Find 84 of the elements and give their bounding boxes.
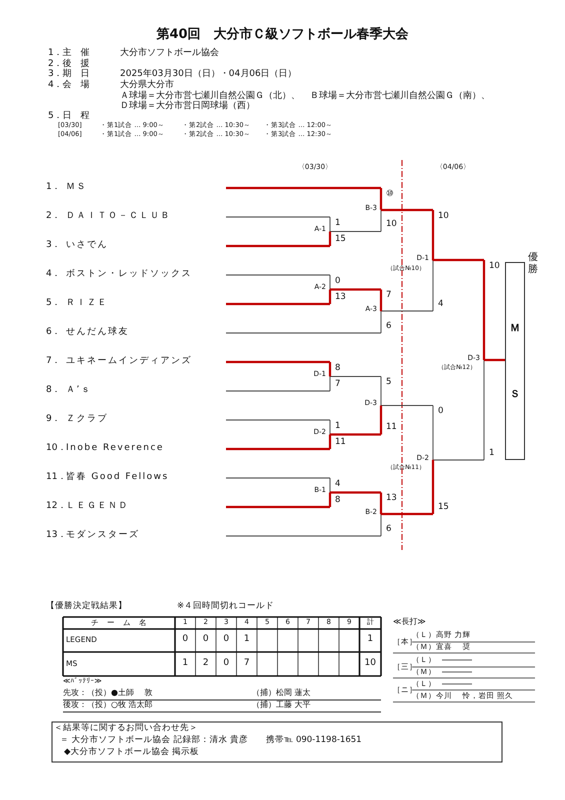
score: 10 (438, 212, 449, 220)
score-cell-text: 2 (202, 658, 210, 668)
score-cell-text: 0 (222, 635, 230, 644)
list-key: 4．会 場 (48, 80, 90, 90)
team-number: 1． (46, 182, 61, 192)
team-name: ＬＥＧＥＮＤ (66, 502, 129, 511)
list-value: 大分県大分市 (120, 80, 174, 90)
section-heading: ≪長打≫ (393, 618, 426, 626)
team-name: ボストン・レッドソックス (66, 270, 192, 279)
score-cell-text: 0 (181, 635, 190, 644)
battery-entry: 後攻：（投）○牧 浩太郎 (63, 701, 153, 710)
score: 15 (335, 234, 346, 244)
list-key: 2．後 援 (48, 60, 90, 69)
team-name: モダンスターズ (66, 530, 140, 540)
score: 11 (386, 423, 397, 432)
score: 7 (335, 380, 340, 388)
score: 11 (335, 438, 346, 446)
contact-heading: ＜結果等に関するお問い合わせ先＞ (54, 724, 198, 732)
score-cell-text: 0 (202, 635, 210, 644)
team-number: 8． (46, 386, 61, 395)
score: 13 (386, 494, 397, 503)
score: ⑩ (386, 190, 394, 198)
score: 5 (386, 378, 392, 387)
team-name: ＤＡＩＴＯ－ＣＬＵＢ (66, 212, 171, 221)
score-cell-text: 1 (242, 635, 251, 644)
team-name: 皆春 Good Fellows (66, 472, 169, 482)
score-cell-text: 10 (364, 658, 377, 668)
score: 0 (335, 276, 340, 286)
list-key: 1．主 催 (48, 48, 90, 58)
score: 10 (386, 220, 397, 229)
list-key: 5．日 程 (48, 112, 90, 121)
score: 13 (335, 292, 346, 302)
title: 第40回 大分市Ｃ級ソフトボール春季大会 (155, 28, 410, 42)
score-cell-text: 1 (181, 658, 190, 668)
contact-line: ◆大分市ソフトボール協会 掲示板 (64, 748, 200, 756)
list-value: Ｂ球場＝大分市営七瀬川自然公園Ｇ（南）、 (310, 92, 490, 101)
score-cell-text: 7 (242, 658, 251, 668)
team-name: いさでん (66, 240, 108, 250)
team-number: 5． (46, 298, 61, 308)
team-name: せんだん球友 (66, 328, 129, 337)
section-heading: 【優勝決定戦結果】 (46, 602, 127, 610)
score: 1 (335, 422, 340, 430)
battery-entry: 先攻：（投）●土師 敦 (63, 689, 153, 698)
list-value: 2025年03月30日（日）・04月06日（日） (120, 70, 297, 79)
champion-label: 優勝 (528, 252, 538, 275)
score-cell-text: 0 (222, 658, 230, 668)
team-name: ＭＳ (66, 182, 87, 192)
score: 8 (335, 496, 340, 504)
team-number: 9． (46, 414, 61, 424)
team-name: Inobe Reverence (66, 444, 164, 453)
team-name: Ａ’ｓ (66, 386, 92, 395)
list-value: Ａ球場＝大分市営七瀬川自然公園Ｇ（北）、 (120, 92, 300, 101)
battery-entry: （捕）松岡 蓮太 (252, 689, 311, 698)
score: 1 (489, 448, 494, 458)
team-name: ＲＩＺＥ (66, 298, 108, 308)
score: 6 (386, 322, 392, 330)
score: 7 (386, 291, 392, 300)
list-key: 3．期 日 (48, 70, 90, 79)
score: 0 (438, 407, 444, 416)
champion-box: ＭＳ (505, 262, 525, 460)
team-number: 11． (46, 472, 66, 482)
team-number: 2． (46, 212, 61, 221)
team-number: 13． (46, 530, 66, 540)
score: 4 (438, 300, 444, 308)
score-cell-text: 1 (366, 635, 374, 644)
score: 8 (335, 364, 340, 372)
team-number: 12． (46, 502, 66, 511)
score: 1 (335, 218, 340, 228)
list-value: Ｄ球場＝大分市営日岡球場（西） (120, 102, 255, 111)
score: 10 (489, 262, 500, 270)
team-number: 10． (46, 444, 66, 453)
team-number: 6． (46, 328, 61, 337)
contact-line: ＝ 大分市ソフトボール協会 記録部：清水 貴彦 携帯℡ 090-1198-1651 (60, 736, 362, 744)
list-value: 大分市ソフトボール協会 (120, 48, 219, 58)
team-name: Ｚクラブ (66, 414, 108, 424)
team-number: 4． (46, 270, 61, 279)
score: 6 (386, 524, 392, 534)
team-number: 7． (46, 356, 61, 366)
team-name: ユキネームインディアンズ (66, 356, 192, 366)
battery-entry: （捕）工藤 大平 (252, 701, 311, 710)
note: ※４回時間切れコールド (177, 602, 274, 610)
score: 4 (335, 480, 340, 488)
team-number: 3． (46, 240, 61, 250)
score: 15 (438, 502, 449, 512)
